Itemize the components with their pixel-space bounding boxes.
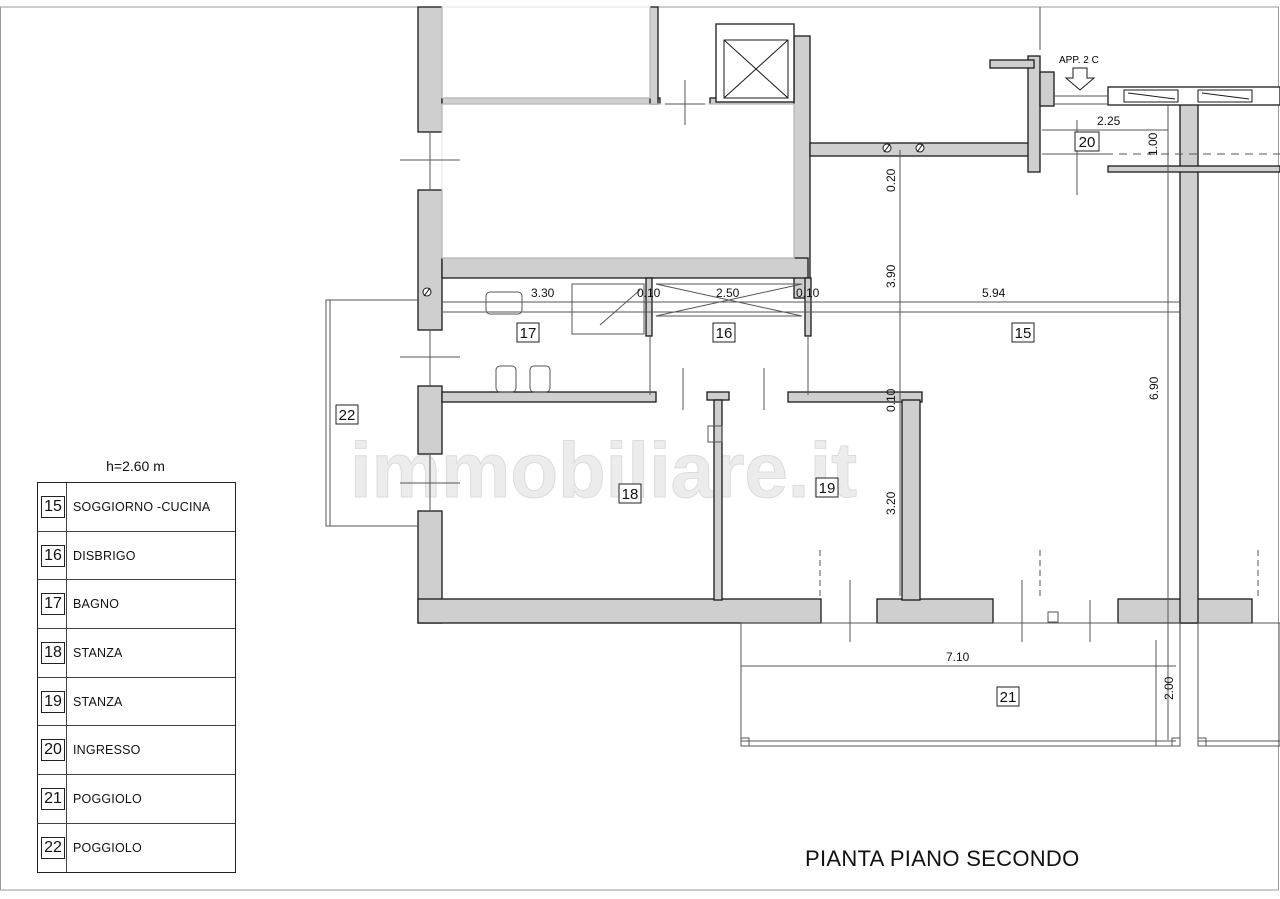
- dim-living-depth: 6.90: [1147, 376, 1161, 400]
- thin-lines: [325, 7, 1280, 747]
- legend-row: 21 POGGIOLO: [38, 775, 235, 824]
- dim-wall-a: 0.10: [637, 286, 661, 300]
- dim-mid-wall: 0.10: [884, 388, 898, 412]
- room-tag-16: 16: [716, 325, 733, 342]
- room-tag-18: 18: [622, 486, 639, 503]
- dimension-labels: 3.30 0.10 2.50 0.10 5.94 2.25 7.10 0.20 …: [531, 114, 1176, 700]
- room-tags: 17 16 15 22 18 19 20 21: [335, 131, 1100, 707]
- dim-balcony-width: 7.10: [946, 650, 970, 664]
- legend-num: 19: [41, 690, 65, 713]
- dim-wall-b: 0.10: [796, 286, 820, 300]
- legend-label: DISBRIGO: [73, 548, 136, 563]
- legend-row: 15 SOGGIORNO -CUCINA: [38, 483, 235, 532]
- legend-column-divider: [66, 483, 67, 872]
- legend-label: POGGIOLO: [73, 791, 142, 806]
- room-tag-19: 19: [819, 480, 836, 497]
- legend-row: 16 DISBRIGO: [38, 532, 235, 581]
- legend-row: 22 POGGIOLO: [38, 824, 235, 872]
- plan-title: PIANTA PIANO SECONDO: [805, 846, 1080, 871]
- dim-upper-gap: 0.20: [884, 168, 898, 192]
- ceiling-height-label: h=2.60 m: [106, 458, 165, 474]
- legend-num: 16: [41, 544, 65, 567]
- windows-top-right: [1123, 89, 1253, 103]
- legend-row: 20 INGRESSO: [38, 726, 235, 776]
- legend-num: 15: [41, 495, 65, 518]
- legend-num: 22: [41, 836, 65, 859]
- legend-table: 15 SOGGIORNO -CUCINA 16 DISBRIGO 17 BAGN…: [37, 482, 236, 873]
- dim-upper-depth: 3.90: [884, 264, 898, 288]
- legend-label: INGRESSO: [73, 743, 141, 758]
- legend-num: 20: [41, 739, 65, 762]
- legend-row: 17 BAGNO: [38, 580, 235, 630]
- legend-row: 18 STANZA: [38, 629, 235, 678]
- room-tag-15: 15: [1015, 325, 1032, 342]
- dim-entry-width: 2.25: [1097, 114, 1121, 128]
- legend-num: 21: [41, 787, 65, 810]
- legend-row: 19 STANZA: [38, 678, 235, 727]
- legend-num: 17: [41, 593, 65, 616]
- legend-label: POGGIOLO: [73, 840, 142, 855]
- column-markers: [422, 143, 925, 297]
- dim-room19-depth: 3.20: [884, 491, 898, 515]
- room-tag-21: 21: [1000, 689, 1017, 706]
- legend-label: STANZA: [73, 694, 123, 709]
- legend-num: 18: [41, 641, 65, 664]
- room-tag-20: 20: [1079, 134, 1096, 151]
- legend-label: STANZA: [73, 645, 123, 660]
- dim-living-width: 5.94: [982, 286, 1006, 300]
- legend-label: SOGGIORNO -CUCINA: [73, 499, 211, 514]
- entrance-label: APP. 2 C: [1059, 55, 1099, 66]
- dim-entry-depth: 1.00: [1146, 132, 1160, 156]
- room-legend: 15 SOGGIORNO -CUCINA 16 DISBRIGO 17 BAGN…: [37, 482, 236, 873]
- room-tag-17: 17: [520, 325, 537, 342]
- entrance-arrow-icon: [1064, 67, 1096, 91]
- walls: [417, 6, 1280, 624]
- dim-hall-width: 2.50: [716, 286, 740, 300]
- room-tag-22: 22: [339, 407, 356, 424]
- legend-label: BAGNO: [73, 597, 120, 612]
- dim-bath-width: 3.30: [531, 286, 555, 300]
- shaft: [723, 39, 789, 99]
- dim-balcony-depth: 2.00: [1162, 676, 1176, 700]
